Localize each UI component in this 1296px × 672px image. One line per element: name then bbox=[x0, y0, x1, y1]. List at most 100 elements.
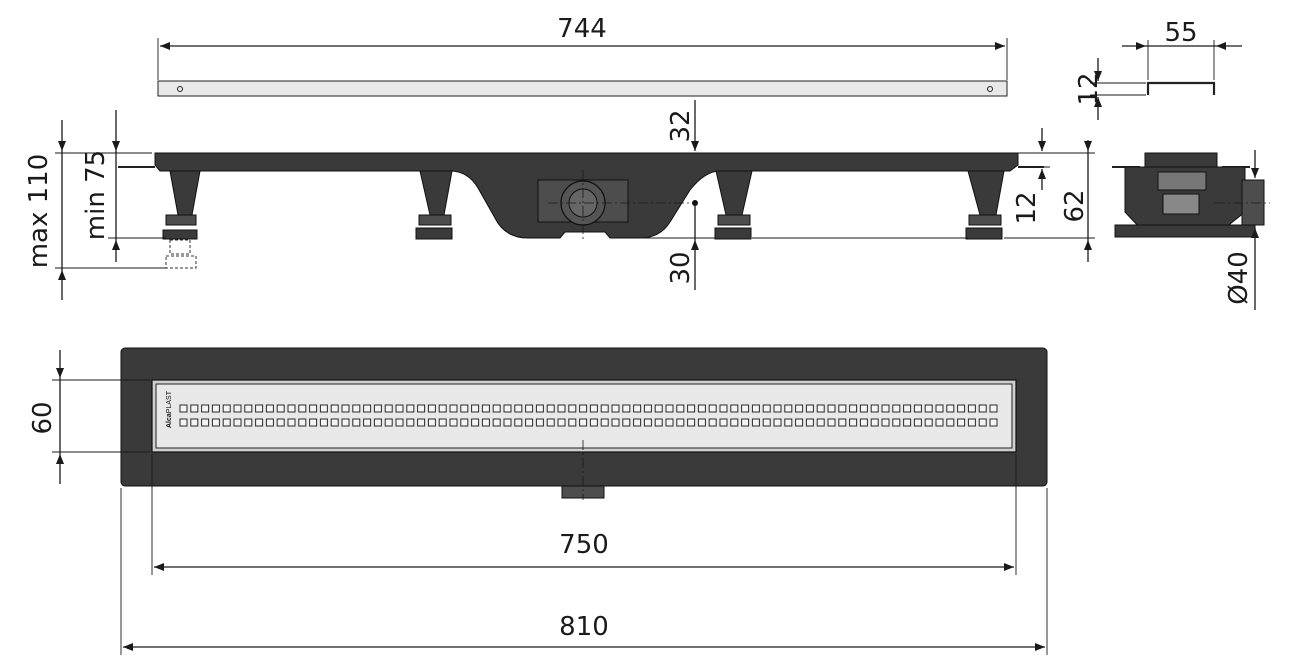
grate-hole bbox=[719, 418, 728, 427]
leg-4 bbox=[965, 170, 1005, 240]
grate-hole bbox=[827, 404, 836, 413]
grate-hole bbox=[903, 418, 912, 427]
grate-hole bbox=[989, 418, 998, 427]
grate-hole bbox=[978, 404, 987, 413]
grate-hole bbox=[611, 418, 620, 427]
grate-hole bbox=[913, 404, 922, 413]
grate-hole bbox=[892, 404, 901, 413]
grate-hole bbox=[201, 404, 210, 413]
grate-hole bbox=[643, 418, 652, 427]
grate-hole bbox=[406, 418, 415, 427]
alcaplast-logo: AlcaPLAST bbox=[166, 390, 173, 428]
grate-hole bbox=[492, 404, 501, 413]
grate-hole bbox=[319, 404, 328, 413]
grate-hole bbox=[730, 404, 739, 413]
grate-hole bbox=[643, 404, 652, 413]
grate-hole bbox=[773, 404, 782, 413]
grate-hole bbox=[557, 404, 566, 413]
grate-hole bbox=[211, 404, 220, 413]
grate-hole bbox=[179, 404, 188, 413]
grate-hole bbox=[471, 404, 480, 413]
grate-hole bbox=[438, 418, 447, 427]
grate-hole bbox=[255, 404, 264, 413]
grate-hole bbox=[589, 404, 598, 413]
grate-hole bbox=[309, 418, 318, 427]
grate-hole bbox=[222, 404, 231, 413]
grate-hole bbox=[751, 418, 760, 427]
grate-hole bbox=[708, 404, 717, 413]
grate-hole bbox=[697, 418, 706, 427]
grate-hole bbox=[481, 404, 490, 413]
dimension-outlet-offset-bottom: 30 bbox=[666, 251, 696, 284]
grate-hole bbox=[460, 404, 469, 413]
grate-hole bbox=[892, 418, 901, 427]
grate-hole bbox=[287, 404, 296, 413]
grate-hole bbox=[190, 404, 199, 413]
grate-hole bbox=[816, 418, 825, 427]
grate-hole bbox=[319, 418, 328, 427]
grate-hole bbox=[276, 418, 285, 427]
grate-hole bbox=[633, 404, 642, 413]
grate-hole bbox=[611, 404, 620, 413]
cross-section-outlet bbox=[1241, 179, 1265, 226]
grate-hole bbox=[352, 404, 361, 413]
grate-hole bbox=[395, 418, 404, 427]
grate-hole bbox=[719, 404, 728, 413]
grate-hole bbox=[978, 418, 987, 427]
grate-hole bbox=[449, 404, 458, 413]
grate-hole bbox=[449, 418, 458, 427]
grate-hole bbox=[946, 404, 955, 413]
grate-hole bbox=[514, 418, 523, 427]
grate-hole bbox=[341, 404, 350, 413]
grate-hole bbox=[773, 418, 782, 427]
dimension-body-height: 12 bbox=[1012, 191, 1042, 224]
grate-hole bbox=[481, 418, 490, 427]
grate-hole bbox=[957, 404, 966, 413]
grate-hole bbox=[255, 418, 264, 427]
grate-hole bbox=[460, 418, 469, 427]
grate-hole bbox=[503, 418, 512, 427]
grate-hole bbox=[697, 404, 706, 413]
grate-hole bbox=[330, 404, 339, 413]
grate-hole bbox=[417, 418, 426, 427]
grate-hole bbox=[265, 418, 274, 427]
grate-hole bbox=[870, 418, 879, 427]
grate-hole bbox=[287, 418, 296, 427]
grate-hole bbox=[535, 404, 544, 413]
grate-hole bbox=[687, 404, 696, 413]
dimension-outlet-offset-top: 32 bbox=[666, 109, 696, 142]
grate-hole bbox=[514, 404, 523, 413]
grate-hole bbox=[665, 418, 674, 427]
grate-hole bbox=[795, 404, 804, 413]
dimension-max-height: max 110 bbox=[24, 154, 54, 269]
grate-strip bbox=[157, 80, 1008, 97]
grate-plan bbox=[155, 383, 1013, 449]
grate-hole bbox=[179, 418, 188, 427]
grate-profile bbox=[1146, 81, 1216, 95]
grate-hole bbox=[849, 404, 858, 413]
grate-hole bbox=[406, 404, 415, 413]
profile-detail: 55 12 bbox=[1074, 18, 1242, 120]
grate-hole bbox=[525, 404, 534, 413]
grate-hole bbox=[276, 404, 285, 413]
grate-hole bbox=[859, 418, 868, 427]
grate-hole bbox=[687, 418, 696, 427]
grate-hole bbox=[600, 404, 609, 413]
mounting-hole-left bbox=[177, 86, 183, 92]
grate-hole bbox=[600, 418, 609, 427]
grate-hole bbox=[244, 418, 253, 427]
grate-hole bbox=[708, 418, 717, 427]
grate-hole bbox=[546, 404, 555, 413]
grate-hole bbox=[859, 404, 868, 413]
grate-holes bbox=[179, 404, 998, 427]
grate-hole bbox=[417, 404, 426, 413]
grate-hole bbox=[309, 404, 318, 413]
grate-hole bbox=[784, 404, 793, 413]
leg-3 bbox=[714, 170, 753, 240]
grate-hole bbox=[665, 404, 674, 413]
grate-hole bbox=[935, 404, 944, 413]
grate-hole bbox=[881, 404, 890, 413]
grate-hole bbox=[589, 418, 598, 427]
grate-hole bbox=[568, 404, 577, 413]
